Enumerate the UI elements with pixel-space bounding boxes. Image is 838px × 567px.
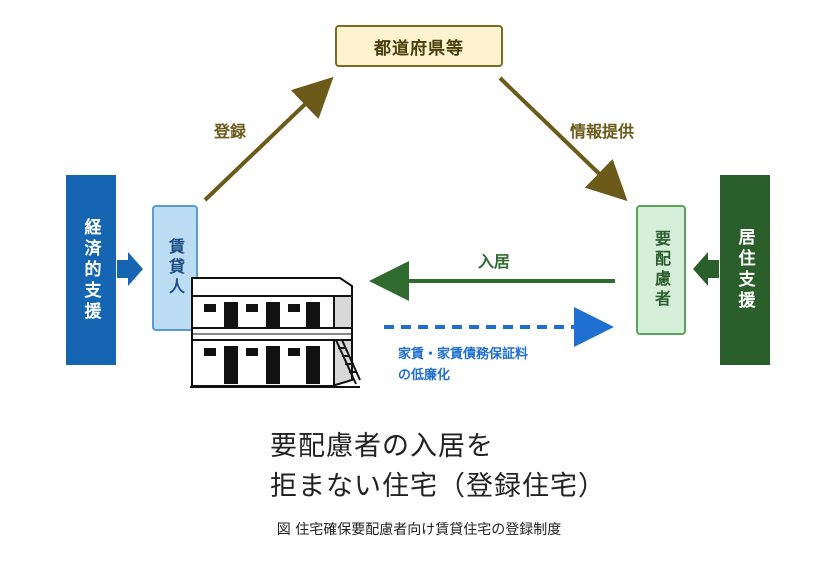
economic-support-arrow [117, 252, 143, 286]
prefecture-box: 都道府県等 [335, 25, 503, 67]
housing-support-arrow [693, 252, 719, 286]
economic-support-label: 経済的支援 [80, 217, 101, 323]
cost-reduction-line1: 家賃・家賃債務保証料 [398, 347, 529, 362]
cost-reduction-line2: の低廉化 [398, 368, 451, 383]
register-label: 登録 [214, 122, 247, 141]
housing-support-box: 居住支援 [720, 175, 770, 365]
figure-caption: 図 住宅確保要配慮者向け賃貸住宅の登録制度 [276, 522, 562, 538]
needy-label: 要配慮者 [652, 230, 671, 310]
needy-box: 要配慮者 [636, 205, 686, 335]
apartment-building-icon [190, 277, 361, 388]
housing-support-label: 居住支援 [734, 228, 755, 312]
info-provision-arrow [498, 76, 628, 202]
landlord-box: 賃貸人 [152, 205, 198, 331]
prefecture-label: 都道府県等 [374, 38, 464, 59]
landlord-label: 賃貸人 [166, 238, 185, 298]
cost-reduction-label: 家賃・家賃債務保証料 の低廉化 [398, 344, 528, 386]
register-arrow [203, 76, 334, 202]
move-in-label: 入居 [478, 252, 511, 271]
headline-line1: 要配慮者の入居を [270, 431, 494, 462]
economic-support-box: 経済的支援 [66, 175, 116, 365]
info-provision-label: 情報提供 [570, 122, 635, 141]
headline-line2: 拒まない住宅（登録住宅） [270, 471, 606, 502]
